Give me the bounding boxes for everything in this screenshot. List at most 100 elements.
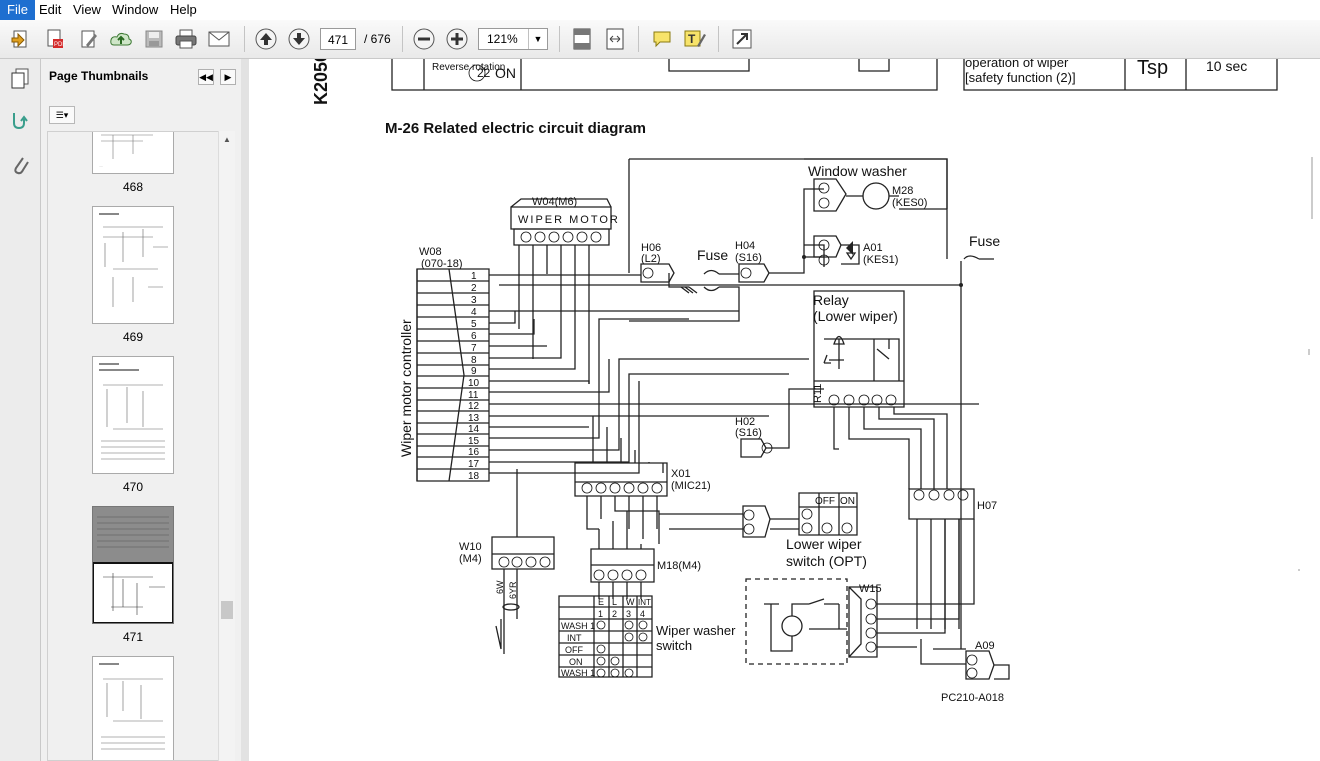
svg-text:13: 13: [468, 413, 480, 424]
label-relay-sub: (Lower wiper): [813, 308, 898, 324]
schematic-page: K2050 Reverse rotation 22 ON operation o…: [311, 59, 1313, 704]
switch-sub-4: 4: [640, 609, 645, 619]
svg-text:16: 16: [468, 447, 480, 458]
svg-text:14: 14: [468, 424, 480, 435]
reverse-number: 22: [477, 66, 491, 80]
label-x01-code: (MIC21): [671, 480, 711, 492]
thumbnail-label: 471: [122, 630, 144, 644]
save-icon: [145, 30, 163, 48]
label-washer-switch-sub: switch: [656, 638, 692, 653]
label-relay: Relay: [813, 292, 849, 308]
print-button[interactable]: [173, 27, 199, 51]
email-button[interactable]: [206, 27, 232, 51]
thumbnail-page-472[interactable]: [92, 656, 174, 760]
thumbnail-label: 470: [122, 480, 144, 494]
create-pdf-button[interactable]: [8, 27, 34, 51]
label-w10: W10: [459, 541, 482, 553]
label-m28: M28: [892, 185, 913, 197]
edit-pdf-button[interactable]: PDF: [42, 27, 68, 51]
chevron-up-icon[interactable]: ▲: [223, 134, 231, 144]
table-desc-line1: operation of wiper: [965, 59, 1069, 70]
side-code: K2050: [311, 59, 331, 105]
label-w15: W15: [859, 583, 882, 595]
zoom-value: 121%: [487, 32, 518, 46]
svg-text:9: 9: [471, 366, 477, 377]
label-h04-code: (S16): [735, 252, 762, 264]
thumbnails-panel: Page Thumbnails ◀◀ ▶ ☰▾ ..... 468 469 47…: [41, 59, 242, 761]
label-fuse-1: Fuse: [697, 247, 728, 263]
fit-width-button[interactable]: [602, 27, 628, 51]
label-h02: H02: [735, 416, 755, 428]
table-value: 10 sec: [1206, 59, 1247, 74]
next-page-button[interactable]: [286, 27, 312, 51]
label-lower-wiper: Lower wiper: [786, 536, 862, 552]
plus-icon: [446, 28, 468, 50]
thumbnail-scrollbar[interactable]: ▲: [218, 131, 235, 761]
chevron-down-icon[interactable]: ▼: [528, 29, 547, 49]
label-a01: A01: [863, 242, 883, 254]
list-options-icon: ☰▾: [55, 109, 69, 120]
zoom-out-button[interactable]: [411, 27, 437, 51]
zoom-in-button[interactable]: [444, 27, 470, 51]
pdf-edit-icon: PDF: [47, 29, 66, 48]
svg-text:15: 15: [468, 436, 480, 447]
panel-menu-button[interactable]: ▶: [220, 69, 236, 85]
label-w08-code: (070-18): [421, 258, 463, 270]
pages-icon: [11, 68, 29, 89]
switch-row-on: ON: [569, 657, 583, 667]
page-number-input[interactable]: 471: [320, 28, 356, 50]
label-controller: Wiper motor controller: [398, 319, 414, 457]
attachments-nav-button[interactable]: [6, 107, 34, 135]
thumbnail-label: 469: [122, 330, 144, 344]
menu-view[interactable]: View: [73, 2, 101, 17]
page-thumbnails-button[interactable]: [6, 65, 34, 93]
svg-text:10: 10: [468, 378, 480, 389]
collapse-panel-button[interactable]: ◀◀: [198, 69, 214, 85]
fit-page-button[interactable]: [569, 27, 595, 51]
upload-button[interactable]: [108, 27, 134, 51]
menu-file[interactable]: File: [0, 0, 35, 20]
svg-text:18: 18: [468, 471, 480, 482]
svg-text:8: 8: [471, 355, 477, 366]
pen-icon: [81, 30, 97, 48]
switch-header-e: E: [598, 597, 604, 607]
menu-edit[interactable]: Edit: [39, 2, 62, 17]
panel-splitter[interactable]: [241, 59, 249, 761]
speech-bubble-icon: [653, 31, 671, 48]
thumbnail-options-button[interactable]: ☰▾: [49, 106, 75, 124]
switch-row-wash1: WASH 1: [561, 621, 595, 631]
section-title: M-26 Related electric circuit diagram: [385, 120, 646, 137]
thumbnail-page-468[interactable]: .....: [92, 132, 174, 174]
svg-text:2: 2: [471, 283, 477, 294]
previous-page-button[interactable]: [253, 27, 279, 51]
menu-help[interactable]: Help: [170, 2, 197, 17]
menu-window[interactable]: Window: [112, 2, 159, 17]
switch-header-int: INT: [638, 598, 651, 607]
paperclip-icon: [14, 157, 29, 175]
label-wiper-motor: WIPER MOTOR: [518, 214, 620, 226]
label-washer-switch: Wiper washer: [656, 623, 736, 638]
thumbnail-page-471[interactable]: [92, 506, 174, 624]
expand-button[interactable]: [729, 27, 755, 51]
arrow-up-icon: [255, 28, 277, 50]
sign-button[interactable]: [76, 27, 102, 51]
cloud-upload-icon: [110, 32, 132, 46]
attachments-button[interactable]: [6, 151, 34, 179]
highlight-button[interactable]: T: [682, 27, 708, 51]
table-symbol: Tsp: [1137, 59, 1168, 79]
thumbnail-page-470[interactable]: [92, 356, 174, 474]
label-h02-code: (S16): [735, 427, 762, 439]
thumbnail-label: 468: [122, 180, 144, 194]
label-wire-6yr: 6YR: [508, 581, 518, 599]
zoom-select[interactable]: 121% ▼: [478, 28, 548, 50]
comment-button[interactable]: [649, 27, 675, 51]
svg-text:PDF: PDF: [54, 42, 66, 48]
navigation-strip: [0, 59, 41, 761]
fit-width-icon: [606, 28, 624, 50]
save-button[interactable]: [141, 27, 167, 51]
label-m18: M18(M4): [657, 560, 701, 572]
thumbnail-page-469[interactable]: [92, 206, 174, 324]
label-on: ON: [840, 496, 855, 507]
scrollbar-thumb[interactable]: [221, 601, 233, 619]
svg-text:7: 7: [471, 343, 477, 354]
